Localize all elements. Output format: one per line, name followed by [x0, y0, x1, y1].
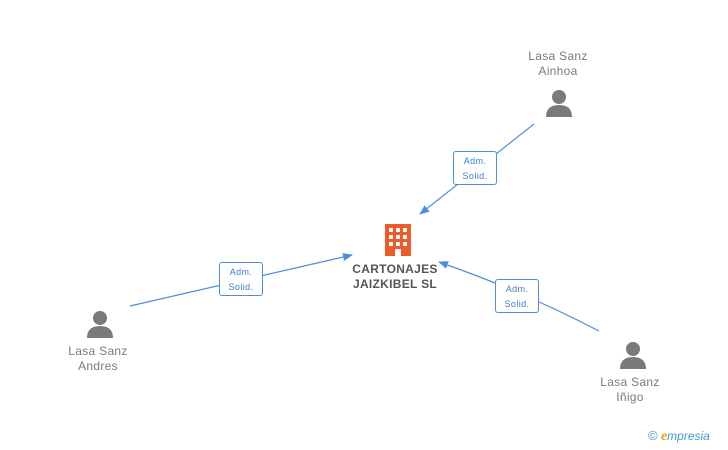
- person-icon[interactable]: [85, 309, 115, 339]
- relation-line1: Adm.: [463, 156, 487, 166]
- person-name-line1: Lasa Sanz: [528, 49, 588, 63]
- copyright-symbol: ©: [648, 428, 658, 443]
- relation-line2: Solid.: [462, 171, 488, 181]
- person-name-line2: Iñigo: [616, 390, 644, 404]
- relation-line1: Adm.: [505, 284, 529, 294]
- person-name-line2: Ainhoa: [538, 64, 578, 78]
- company-name-line2: JAIZKIBEL SL: [352, 277, 438, 291]
- relation-label-andres[interactable]: Adm. Solid.: [219, 262, 263, 296]
- brand-watermark: © empresia: [648, 428, 710, 445]
- relation-line2: Solid.: [228, 282, 254, 292]
- person-name-line1: Lasa Sanz: [68, 344, 128, 358]
- relation-label-ainhoa[interactable]: Adm. Solid.: [453, 151, 497, 185]
- person-name-inigo[interactable]: Lasa Sanz Iñigo: [570, 375, 690, 405]
- building-icon[interactable]: [382, 222, 414, 256]
- person-name-line2: Andres: [78, 359, 118, 373]
- brand-logo-text: mpresia: [667, 429, 710, 443]
- person-name-andres[interactable]: Lasa Sanz Andres: [38, 344, 158, 374]
- person-name-line1: Lasa Sanz: [600, 375, 660, 389]
- company-name[interactable]: CARTONAJES JAIZKIBEL SL: [325, 262, 465, 292]
- company-name-line1: CARTONAJES: [352, 262, 438, 276]
- brand-logo-e: e: [660, 429, 668, 444]
- relation-line2: Solid.: [504, 299, 530, 309]
- relation-label-inigo[interactable]: Adm. Solid.: [495, 279, 539, 313]
- person-name-ainhoa[interactable]: Lasa Sanz Ainhoa: [498, 49, 618, 79]
- person-icon[interactable]: [544, 88, 574, 118]
- relation-line1: Adm.: [229, 267, 253, 277]
- person-icon[interactable]: [618, 340, 648, 370]
